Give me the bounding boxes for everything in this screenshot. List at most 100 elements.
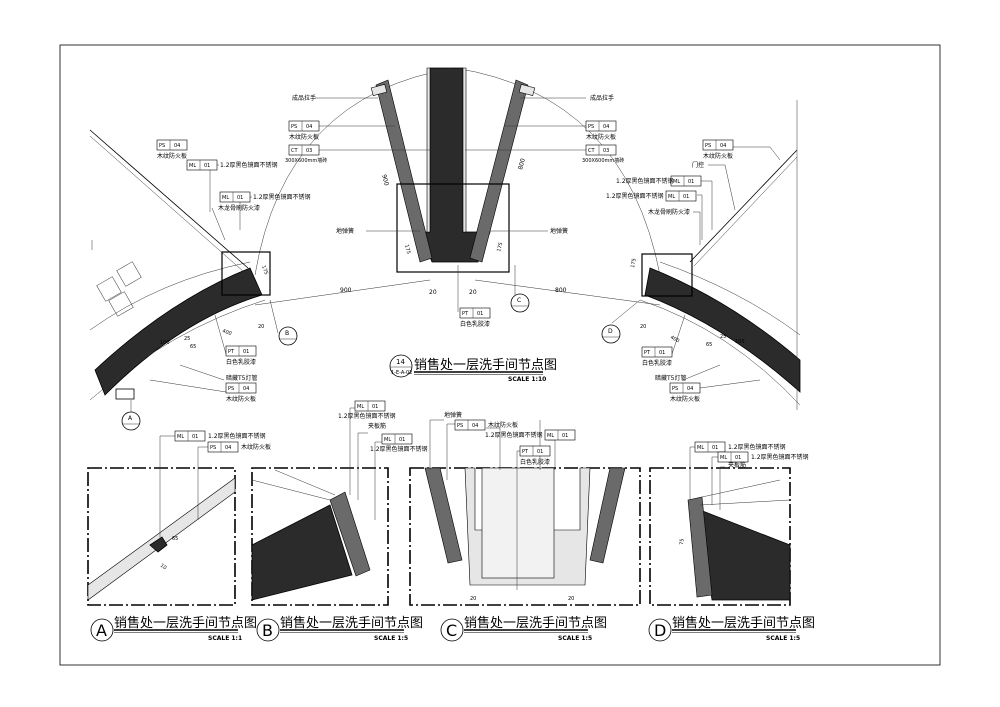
svg-text:PS: PS	[705, 143, 711, 149]
svg-text:ML: ML	[697, 445, 704, 451]
svg-text:ML: ML	[668, 194, 675, 200]
svg-text:1.2厚黑色镜面不锈钢: 1.2厚黑色镜面不锈钢	[751, 453, 809, 461]
svg-text:PS: PS	[159, 143, 165, 149]
svg-text:01: 01	[372, 404, 378, 410]
detail-b-frame	[221, 251, 271, 296]
sheet-border	[59, 44, 941, 666]
callout-a[interactable]: A	[121, 411, 141, 431]
svg-text:1.2厚黑色镜面不锈钢: 1.2厚黑色镜面不锈钢	[253, 193, 311, 201]
svg-text:ML: ML	[222, 195, 229, 201]
svg-text:木纹防火板: 木纹防火板	[226, 395, 256, 403]
right-door-leaf	[469, 79, 529, 263]
svg-text:25: 25	[184, 336, 190, 342]
svg-text:A: A	[128, 415, 133, 422]
svg-text:01: 01	[204, 163, 210, 169]
svg-text:白色乳胶漆: 白色乳胶漆	[520, 458, 550, 466]
svg-text:04: 04	[306, 124, 312, 130]
svg-text:01: 01	[399, 437, 405, 443]
svg-text:夹板筋: 夹板筋	[368, 422, 386, 430]
svg-text:A: A	[96, 621, 107, 640]
svg-text:暗藏T5灯管: 暗藏T5灯管	[226, 374, 257, 382]
svg-text:1.2厚黑色镜面不锈钢: 1.2厚黑色镜面不锈钢	[208, 432, 266, 440]
svg-text:400: 400	[221, 328, 232, 337]
label-hinge-left: 地弹簧	[336, 227, 354, 235]
svg-text:ML: ML	[384, 437, 391, 443]
detail-d-frame	[641, 253, 693, 297]
dim-arm-left: 900	[380, 174, 390, 187]
svg-text:04: 04	[243, 386, 249, 392]
detail-a-frame	[115, 388, 135, 400]
detail-title-b: B 销售处一层洗手间节点图 SCALE 1:5	[256, 615, 423, 642]
svg-text:01: 01	[688, 179, 694, 185]
svg-text:1.2厚黑色镜面不锈钢: 1.2厚黑色镜面不锈钢	[338, 412, 396, 420]
callout-b[interactable]: B	[278, 326, 298, 346]
svg-text:04: 04	[225, 445, 231, 451]
svg-text:01: 01	[192, 434, 198, 440]
svg-text:PS: PS	[588, 124, 594, 130]
svg-text:01: 01	[659, 350, 665, 356]
svg-text:01: 01	[237, 195, 243, 201]
svg-text:PT: PT	[644, 350, 651, 356]
svg-text:SCALE 1:5: SCALE 1:5	[558, 635, 592, 642]
svg-text:04: 04	[472, 423, 478, 429]
svg-text:白色乳胶漆: 白色乳胶漆	[642, 359, 672, 367]
svg-text:175: 175	[630, 258, 638, 268]
svg-text:PS: PS	[291, 124, 297, 130]
right-counter-band	[644, 267, 801, 393]
dim-gap-left: 20	[429, 289, 437, 296]
svg-text:300X600mm墙砖: 300X600mm墙砖	[582, 157, 624, 164]
svg-text:ML: ML	[720, 455, 727, 461]
callout-c[interactable]: C	[510, 293, 530, 313]
svg-text:PS: PS	[210, 445, 216, 451]
svg-text:白色乳胶漆: 白色乳胶漆	[226, 358, 256, 366]
svg-text:ML: ML	[357, 404, 364, 410]
svg-text:木纹防火板: 木纹防火板	[157, 152, 187, 160]
svg-text:04: 04	[174, 143, 180, 149]
svg-text:01: 01	[537, 449, 543, 455]
label-handle-left: 成品拉手	[292, 94, 316, 102]
detail-title-d: D 销售处一层洗手间节点图 SCALE 1:5	[648, 615, 815, 642]
svg-text:CT: CT	[291, 148, 298, 154]
svg-text:木纹防火板: 木纹防火板	[241, 443, 271, 451]
svg-text:D: D	[654, 621, 666, 640]
svg-text:木纹防火板: 木纹防火板	[289, 133, 319, 141]
dim-175-left: 175	[403, 244, 411, 255]
svg-text:ML: ML	[547, 433, 554, 439]
svg-text:65: 65	[706, 342, 712, 348]
callout-d[interactable]: D	[601, 324, 621, 344]
svg-text:夹板筋: 夹板筋	[728, 461, 746, 469]
dim-arm-right: 800	[517, 157, 527, 170]
svg-text:销售处一层洗手间节点图: 销售处一层洗手间节点图	[114, 615, 257, 631]
svg-text:B: B	[262, 621, 273, 640]
svg-text:100: 100	[735, 339, 745, 345]
svg-text:SCALE 1:5: SCALE 1:5	[374, 635, 408, 642]
svg-text:SCALE 1:1: SCALE 1:1	[208, 635, 242, 642]
svg-text:10: 10	[159, 563, 168, 572]
svg-text:木纹防火板: 木纹防火板	[703, 152, 733, 160]
svg-text:木纹防火板: 木纹防火板	[586, 133, 616, 141]
dim-run-right: 800	[555, 287, 567, 294]
svg-text:销售处一层洗手间节点图: 销售处一层洗手间节点图	[280, 615, 423, 631]
svg-text:销售处一层洗手间节点图: 销售处一层洗手间节点图	[672, 615, 815, 631]
svg-text:CT: CT	[588, 148, 595, 154]
svg-text:木龙骨刷防火漆: 木龙骨刷防火漆	[648, 208, 690, 216]
detail-title-a: A 销售处一层洗手间节点图 SCALE 1:1	[90, 615, 257, 642]
svg-text:1.2厚黑色镜面不锈钢: 1.2厚黑色镜面不锈钢	[728, 443, 786, 451]
svg-text:PS: PS	[228, 386, 234, 392]
svg-text:B: B	[285, 330, 289, 337]
svg-text:20: 20	[470, 596, 476, 602]
svg-text:01: 01	[243, 349, 249, 355]
svg-text:01: 01	[683, 194, 689, 200]
svg-text:65: 65	[190, 344, 196, 350]
svg-text:1.2厚黑色镜面不锈钢: 1.2厚黑色镜面不锈钢	[616, 177, 674, 185]
svg-text:SCALE 1:5: SCALE 1:5	[766, 635, 800, 642]
svg-text:1.2厚黑色镜面不锈钢: 1.2厚黑色镜面不锈钢	[606, 192, 664, 200]
